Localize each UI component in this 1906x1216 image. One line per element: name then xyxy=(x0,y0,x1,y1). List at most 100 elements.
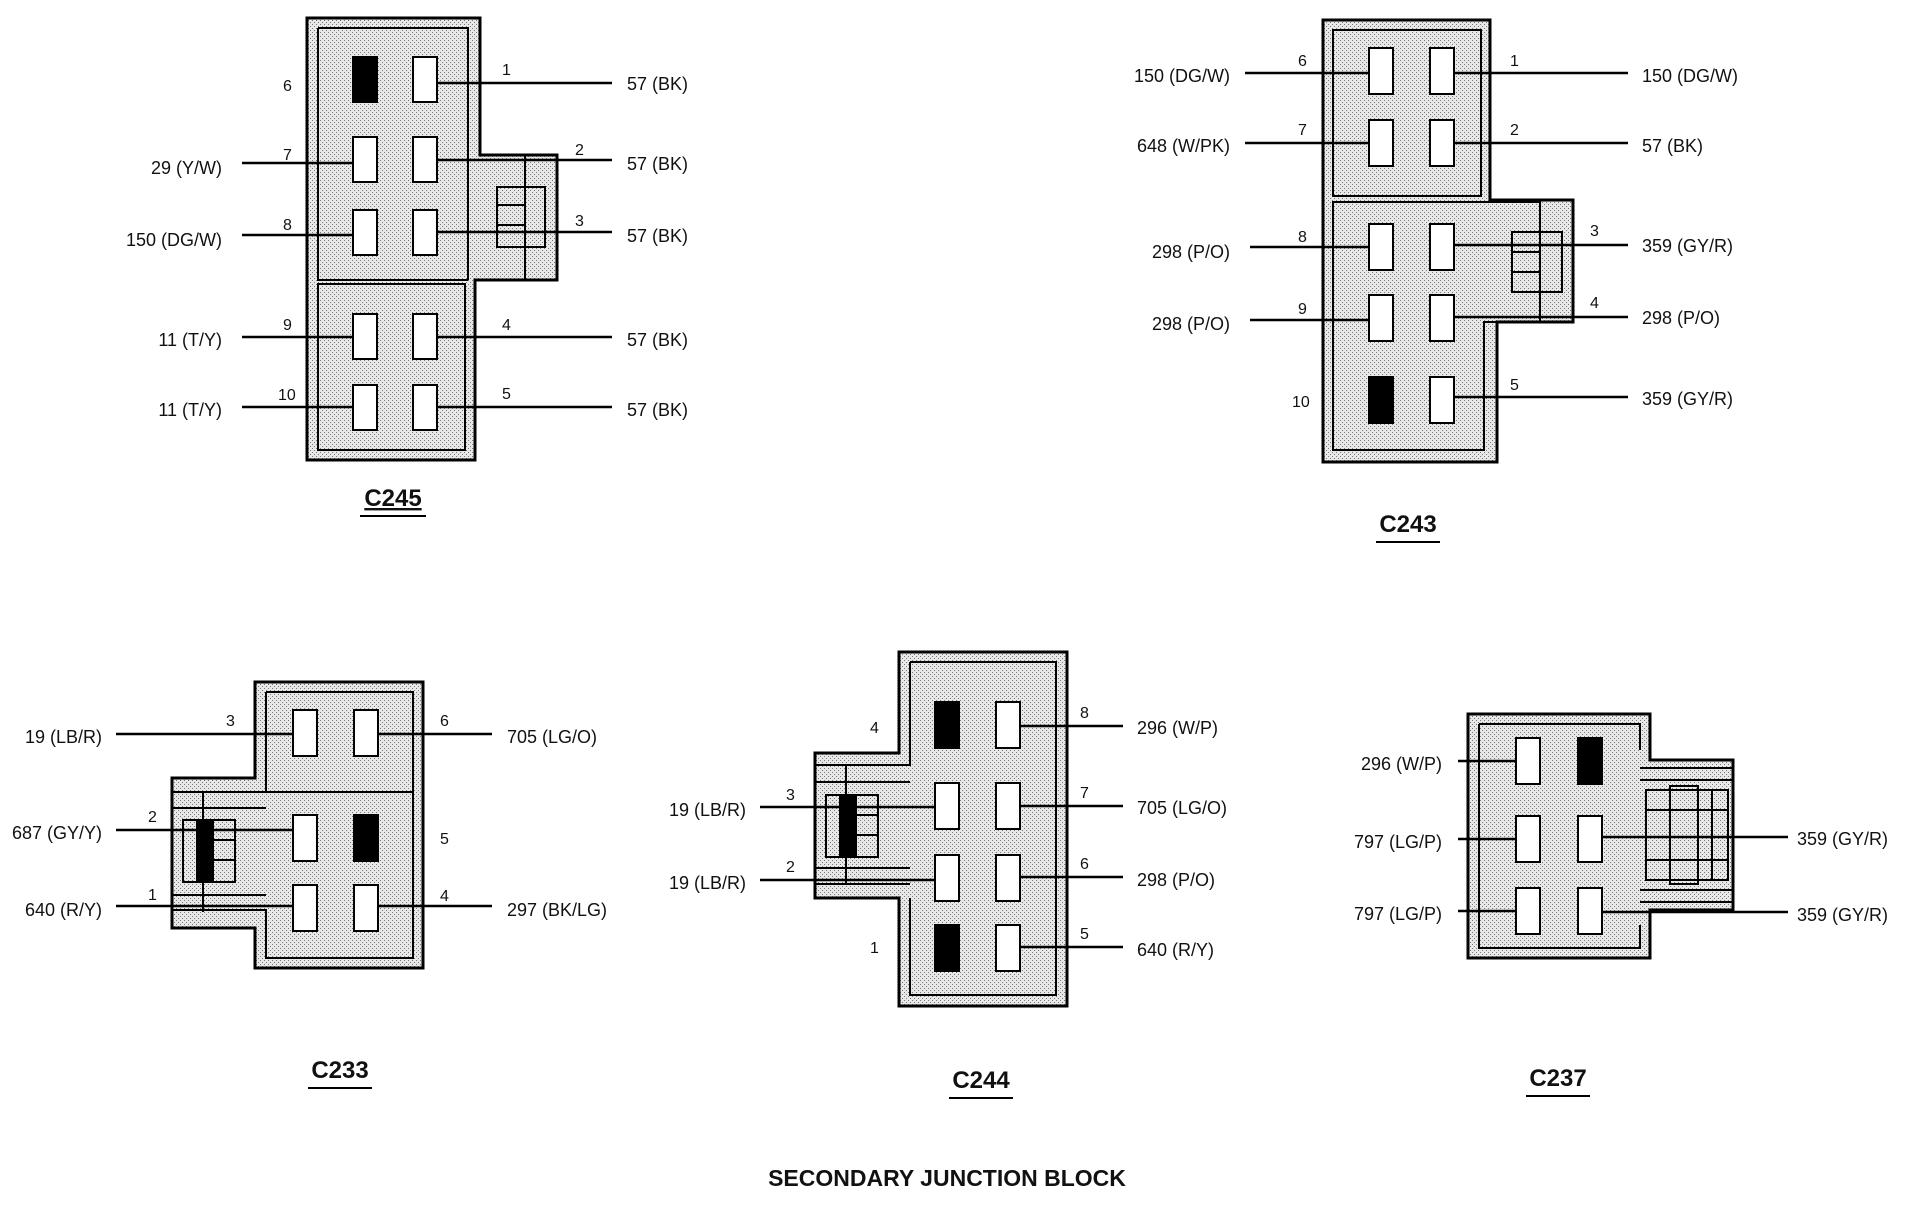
pin-number: 2 xyxy=(575,142,584,159)
cavity-pin-10 xyxy=(1368,376,1394,424)
pin-number: 2 xyxy=(148,809,157,826)
cavity-pin-8 xyxy=(352,209,378,256)
pin-number: 2 xyxy=(1510,122,1519,139)
cavity-pin-10 xyxy=(352,384,378,431)
cavity-pin-1 xyxy=(1429,47,1455,95)
cavity-pin-4 xyxy=(1429,294,1455,342)
wire-label: 359 (GY/R) xyxy=(1642,236,1733,256)
wire-label: 150 (DG/W) xyxy=(126,230,222,250)
pin-number: 3 xyxy=(1590,223,1599,240)
pin-number: 1 xyxy=(148,887,157,904)
wire-label: 57 (BK) xyxy=(627,226,688,246)
pin-number: 4 xyxy=(870,720,879,737)
wire-label: 57 (BK) xyxy=(627,154,688,174)
cavity-pin-7 xyxy=(352,136,378,183)
wire-label: 640 (R/Y) xyxy=(1137,940,1214,960)
wire-label: 359 (GY/R) xyxy=(1642,389,1733,409)
pin-number: 7 xyxy=(1080,785,1089,802)
cavity-pin-1 xyxy=(292,884,318,932)
pin-number: 1 xyxy=(870,940,879,957)
wire-label: 19 (LB/R) xyxy=(25,727,102,747)
cavity-pin-3 xyxy=(1429,223,1455,271)
diagram-footer-title: SECONDARY JUNCTION BLOCK xyxy=(768,1165,1126,1191)
connector-inner-outline xyxy=(317,283,466,451)
pin-number: 8 xyxy=(1080,705,1089,722)
cavity-pin-r3b xyxy=(1577,887,1603,935)
pin-number: 6 xyxy=(283,78,292,95)
cavity-pin-6 xyxy=(352,56,378,103)
pin-number: 5 xyxy=(440,831,449,848)
cavity-pin-r1b xyxy=(1577,737,1603,785)
wire-label: 57 (BK) xyxy=(627,330,688,350)
wire-label: 359 (GY/R) xyxy=(1797,829,1888,849)
cavity-pin-9 xyxy=(352,313,378,360)
connector-title: C243 xyxy=(1379,511,1436,538)
cavity-pin-r1 xyxy=(1515,737,1541,785)
pin-number: 10 xyxy=(278,387,296,404)
wire-label: 29 (Y/W) xyxy=(151,158,222,178)
pin-number: 3 xyxy=(786,787,795,804)
wire-label: 11 (T/Y) xyxy=(158,330,222,350)
cavity-pin-8 xyxy=(995,701,1021,749)
pin-number: 2 xyxy=(786,859,795,876)
cavity-pin-3 xyxy=(292,709,318,757)
cavity-pin-2 xyxy=(1429,119,1455,167)
connector-inner-outline xyxy=(1332,29,1482,197)
cavity-pin-2 xyxy=(412,136,438,183)
connector-inner-outline xyxy=(1478,723,1641,949)
wire-label: 705 (LG/O) xyxy=(1137,798,1227,818)
cavity-pin-2 xyxy=(292,814,318,862)
pin-number: 1 xyxy=(502,62,511,79)
cavity-pin-4 xyxy=(934,701,960,749)
cavity-pin-4 xyxy=(412,313,438,360)
wire-label: 797 (LG/P) xyxy=(1354,832,1442,852)
connector-title: C237 xyxy=(1529,1065,1586,1092)
connector-c244: 4 8 3 7 2 6 1 5 19 (LB/R) 19 (LB/R) 296 … xyxy=(669,650,1227,1099)
cavity-pin-4 xyxy=(353,884,379,932)
cavity-pin-r2 xyxy=(1515,815,1541,863)
connector-c237: 296 (W/P) 797 (LG/P) 797 (LG/P) 359 (GY/… xyxy=(1354,712,1888,1097)
pin-number: 4 xyxy=(502,317,511,334)
wire-label: 19 (LB/R) xyxy=(669,800,746,820)
cavity-pin-1 xyxy=(412,56,438,103)
wire-label: 359 (GY/R) xyxy=(1797,905,1888,925)
wire-label: 296 (W/P) xyxy=(1137,718,1218,738)
pin-number: 5 xyxy=(1510,377,1519,394)
wire-label: 297 (BK/LG) xyxy=(507,900,607,920)
connector-c243: 6 1 7 2 8 3 9 4 10 5 150 (DG/W) 648 (W/P… xyxy=(1134,18,1738,543)
wire-label: 57 (BK) xyxy=(627,400,688,420)
pin-number: 3 xyxy=(226,713,235,730)
cavity-pin-1 xyxy=(934,924,960,972)
pin-number: 10 xyxy=(1292,394,1310,411)
wire-label: 298 (P/O) xyxy=(1137,870,1215,890)
cavity-pin-5 xyxy=(995,924,1021,972)
pin-number: 8 xyxy=(1298,229,1307,246)
pin-number: 3 xyxy=(575,213,584,230)
pin-number: 5 xyxy=(1080,926,1089,943)
cavity-pin-5 xyxy=(353,814,379,862)
cavity-pin-7 xyxy=(1368,119,1394,167)
connector-title: C244 xyxy=(952,1067,1010,1094)
cavity-pin-3 xyxy=(412,209,438,256)
latch-tab xyxy=(496,186,546,248)
pin-number: 9 xyxy=(283,317,292,334)
latch-tab xyxy=(1511,231,1563,293)
connector-inner-outline xyxy=(317,27,469,281)
connector-title: C233 xyxy=(311,1057,368,1084)
cavity-pin-6 xyxy=(995,854,1021,902)
cavity-pin-r3 xyxy=(1515,887,1541,935)
latch-tab xyxy=(1669,785,1699,885)
cavity-pin-6 xyxy=(353,709,379,757)
wire-label: 150 (DG/W) xyxy=(1134,66,1230,86)
wire-label: 19 (LB/R) xyxy=(669,873,746,893)
cavity-pin-6 xyxy=(1368,47,1394,95)
pin-number: 5 xyxy=(502,386,511,403)
connector-inner-outline xyxy=(1332,201,1541,451)
pin-number: 1 xyxy=(1510,53,1519,70)
wire-label: 57 (BK) xyxy=(627,74,688,94)
latch-tab xyxy=(196,819,214,883)
pin-number: 4 xyxy=(440,888,449,905)
wire-label: 296 (W/P) xyxy=(1361,754,1442,774)
cavity-pin-8 xyxy=(1368,223,1394,271)
